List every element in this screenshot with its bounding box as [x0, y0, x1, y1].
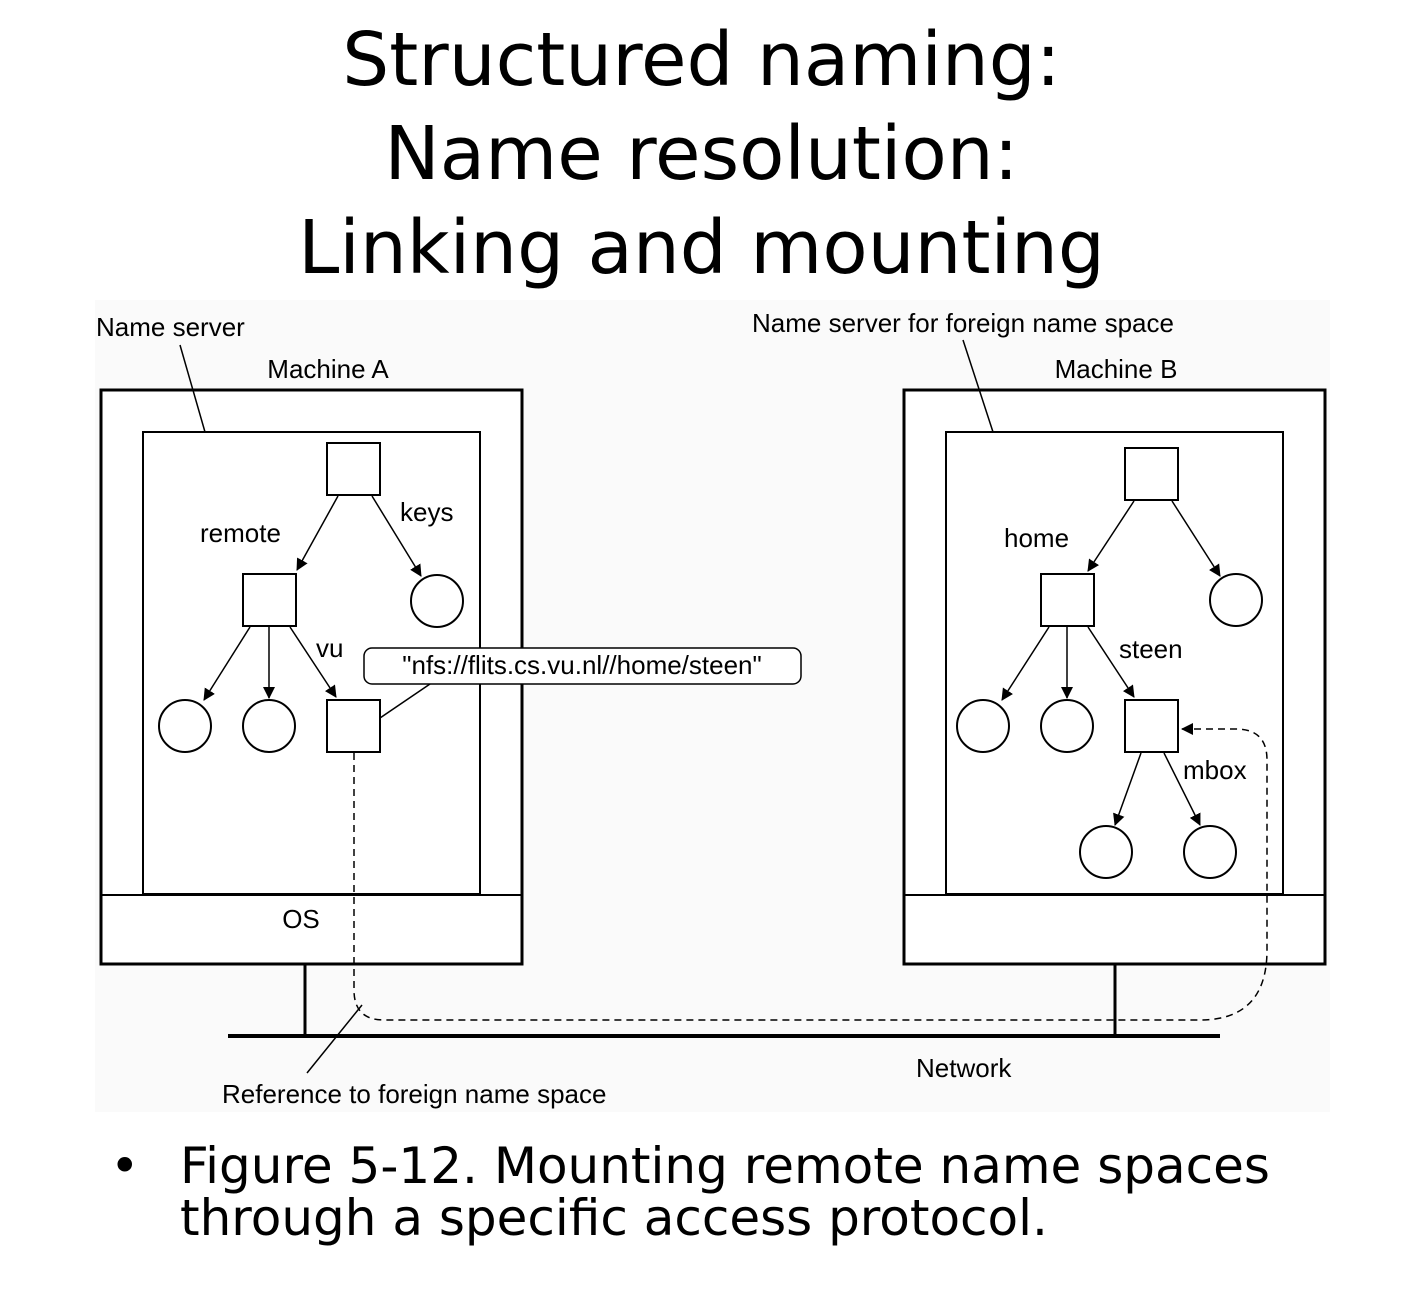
- name-server-leader: [179, 344, 206, 433]
- edge-label-mbox: mbox: [1183, 755, 1247, 785]
- machine-b-steen-node: [1124, 699, 1179, 753]
- machine-a-leaf-2: [242, 699, 296, 753]
- edge-label-keys: keys: [400, 497, 453, 527]
- edge-steen-leaf-3: [1113, 752, 1142, 826]
- reference-foreign-label: Reference to foreign name space: [222, 1079, 606, 1109]
- machine-a-keys-leaf: [410, 574, 464, 628]
- edge-remote-leaf-1: [203, 626, 251, 701]
- machine-b-leaf-2: [1040, 699, 1094, 753]
- foreign-name-server-leader: [962, 339, 994, 433]
- machine-b-mbox-leaf: [1183, 825, 1237, 879]
- edge-home-steen: [1087, 626, 1135, 698]
- edge-root-keys: [371, 495, 422, 577]
- bullet-point: •: [110, 1137, 140, 1195]
- figure-caption-text: Figure 5-12. Mounting remote name spaces…: [180, 1137, 1270, 1247]
- machine-a-vu-mount-node: [326, 699, 381, 753]
- machine-a-remote-node: [242, 573, 297, 627]
- machine-b-label: Machine B: [1055, 354, 1178, 384]
- machine-a-label: Machine A: [267, 354, 389, 384]
- machine-b-leaf-1: [956, 699, 1010, 753]
- machine-b-leaf-3: [1079, 825, 1133, 879]
- reference-bubble-leader: [379, 683, 431, 719]
- edge-home-leaf-1: [1001, 626, 1050, 701]
- edge-label-home: home: [1004, 523, 1069, 553]
- machine-a: OS Name server Machine A remote keys vu …: [96, 312, 802, 1036]
- edge-label-vu: vu: [316, 633, 343, 663]
- edge-root-remote: [296, 495, 339, 571]
- slide-title-line-2: Name resolution:: [384, 111, 1019, 197]
- name-server-label: Name server: [96, 312, 245, 342]
- edge-label-remote: remote: [200, 518, 281, 548]
- slide-title-line-1: Structured naming:: [342, 17, 1061, 103]
- slide-title-line-3: Linking and mounting: [298, 205, 1105, 291]
- mounting-diagram: OS Name server Machine A remote keys vu …: [95, 300, 1330, 1112]
- machine-b-root-node: [1124, 447, 1179, 501]
- machine-a-root-node: [326, 442, 381, 496]
- machine-b-leaf-root: [1209, 573, 1263, 627]
- edge-label-steen: steen: [1119, 634, 1183, 664]
- edge-steen-mbox: [1163, 752, 1201, 826]
- edge-b-root-home: [1087, 500, 1135, 572]
- foreign-reference-path: [353, 723, 1268, 1021]
- edge-remote-vu: [289, 626, 337, 698]
- machine-b-home-node: [1040, 573, 1095, 627]
- foreign-name-server-label: Name server for foreign name space: [752, 308, 1174, 338]
- reference-foreign-leader: [306, 1004, 363, 1074]
- machine-b: Name server for foreign name space Machi…: [752, 308, 1327, 1036]
- network-label: Network: [916, 1053, 1012, 1083]
- edge-b-root-leaf: [1171, 500, 1221, 577]
- os-label: OS: [282, 904, 320, 934]
- reference-string-text: "nfs://flits.cs.vu.nl//home/steen": [402, 650, 762, 680]
- machine-a-leaf-1: [158, 699, 212, 753]
- reference-string-bubble: [363, 647, 802, 685]
